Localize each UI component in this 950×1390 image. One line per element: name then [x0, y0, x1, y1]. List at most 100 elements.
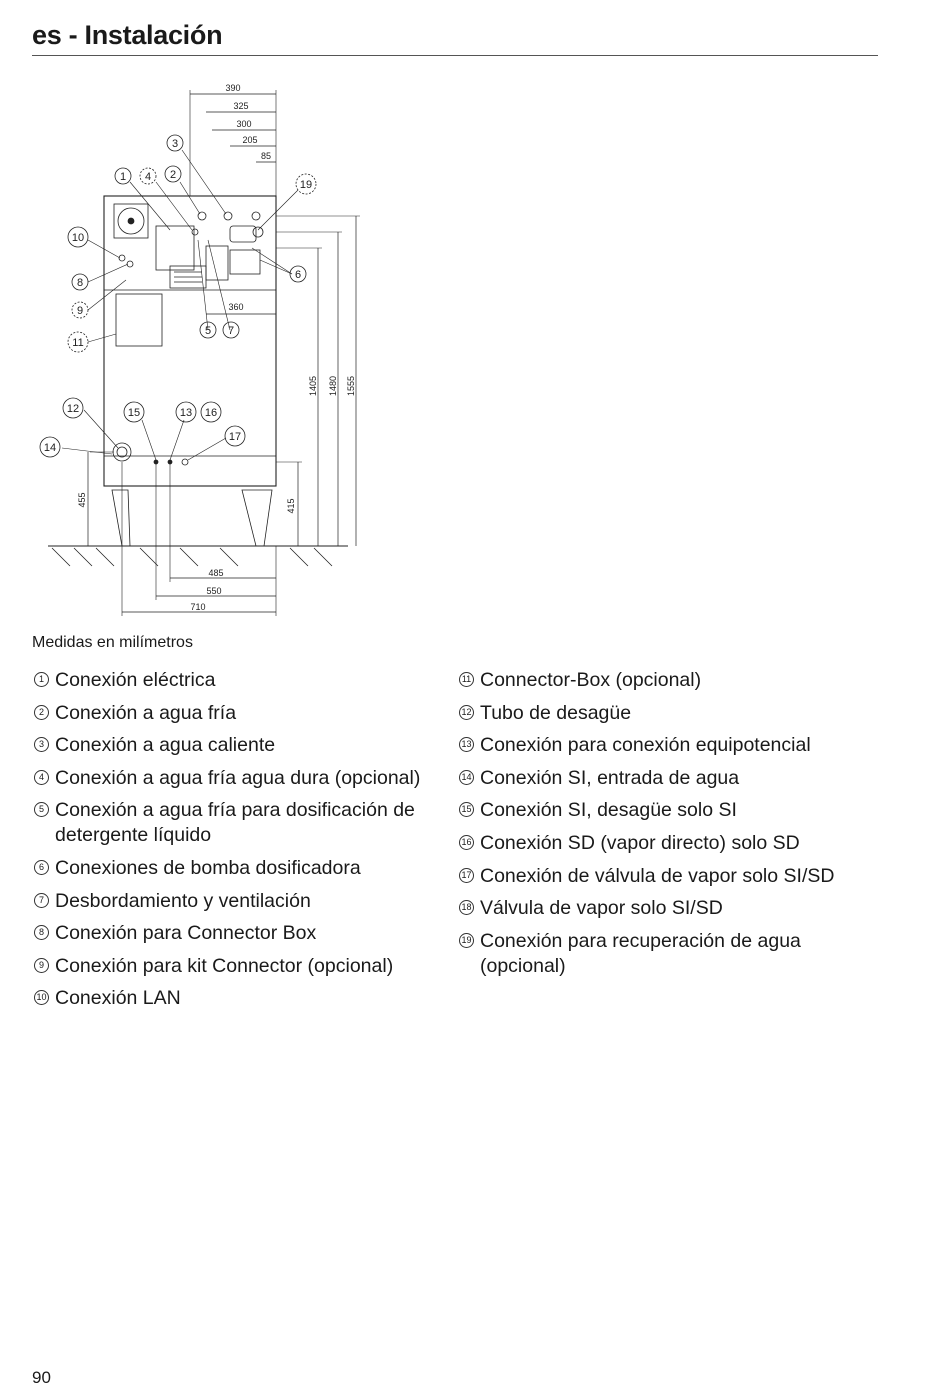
- svg-text:9: 9: [77, 305, 83, 317]
- legend-text: Conexión para recuperación de agua (opci…: [480, 929, 801, 977]
- callout-9: [71, 301, 89, 319]
- legend-text: Conexiones de bomba dosificadora: [55, 856, 361, 879]
- legend-number: 19: [459, 932, 474, 948]
- dim-325: 325: [233, 101, 248, 111]
- legend-number: 1: [34, 672, 49, 687]
- callout-1: [114, 167, 132, 185]
- svg-text:17: 17: [229, 431, 241, 443]
- callout-2: [164, 165, 182, 183]
- drain-pipe-inner: [116, 446, 128, 458]
- legend-number: 10: [34, 990, 49, 1006]
- legend-number: 7: [34, 892, 49, 908]
- legend-number: 8: [34, 925, 49, 941]
- callout-11: [67, 331, 89, 353]
- dim-360: 360: [228, 302, 243, 312]
- dim-1480: 1480: [328, 376, 338, 396]
- connection-steam-valve: [181, 458, 189, 466]
- svg-text:1: 1: [120, 171, 126, 183]
- list-item: 8 Conexión para Connector Box: [34, 921, 454, 946]
- legend-text: Conexión a agua fría: [55, 701, 237, 724]
- legend-text: Connector-Box (opcional): [480, 669, 702, 691]
- fan-housing: [113, 203, 149, 239]
- svg-text:8: 8: [77, 277, 83, 289]
- legend-number: 6: [34, 859, 49, 875]
- legend-number: 17: [459, 867, 474, 883]
- svg-text:6: 6: [295, 269, 301, 281]
- connection-connector-box: [126, 260, 134, 268]
- legend-text: Válvula de vapor solo SI/SD: [480, 897, 723, 920]
- machine-body: [103, 195, 277, 487]
- callout-16: [200, 401, 222, 423]
- connector-box: [115, 293, 163, 347]
- installation-diagram: 390 325 300 205 85 360 1405 1480 1555 45…: [30, 80, 370, 620]
- svg-text:16: 16: [205, 407, 217, 419]
- dim-1555: 1555: [346, 376, 356, 396]
- legend-number: 4: [34, 769, 49, 785]
- svg-text:15: 15: [128, 407, 140, 419]
- leg-left: [111, 489, 131, 547]
- list-item: 16 Conexión SD (vapor directo) solo SD: [459, 831, 879, 856]
- legend-text: Conexión a agua caliente: [55, 734, 276, 757]
- callout-6: [289, 265, 307, 283]
- callout-13: [39, 436, 61, 458]
- svg-text:5: 5: [205, 325, 211, 337]
- dim-710: 710: [190, 602, 205, 612]
- list-item: 18 Válvula de vapor solo SI/SD: [459, 896, 879, 921]
- diagram-svg: 390 325 300 205 85 360 1405 1480 1555 45…: [39, 83, 360, 616]
- legend-right: 11 Connector-Box (opcional) 12 Tubo de des…: [459, 668, 879, 986]
- legend-number: 14: [459, 769, 474, 785]
- leg-right: [241, 489, 273, 547]
- list-item: 5 Conexión a agua fría para dosificación …: [34, 798, 454, 848]
- list-item: 12 Tubo de desagüe: [459, 701, 879, 726]
- dim-390: 390: [225, 83, 240, 93]
- svg-text:2: 2: [170, 169, 176, 181]
- ground-hatch: [51, 547, 333, 567]
- legend-number: 18: [459, 900, 474, 916]
- legend-number: 12: [459, 704, 474, 720]
- legend-text: Conexión SI, desagüe solo SI: [480, 799, 737, 822]
- legend-number: 16: [459, 834, 474, 850]
- page-header: es - Instalación: [32, 20, 878, 56]
- legend-number: 5: [34, 802, 49, 818]
- svg-text:7: 7: [228, 325, 234, 337]
- callout-4: [139, 167, 157, 185]
- overflow-box: [229, 225, 257, 243]
- dim-485: 485: [208, 568, 223, 578]
- callout-19: [295, 173, 317, 195]
- list-item: 11 Connector-Box (opcional): [459, 668, 879, 693]
- dim-300: 300: [236, 119, 251, 129]
- legend-text: Conexión para kit Connector (opcional): [55, 954, 394, 977]
- legend-text: Conexión SD (vapor directo) solo SD: [480, 831, 800, 854]
- list-item: 19 Conexión para recuperación de agua (op…: [459, 929, 879, 979]
- diagram-caption: Medidas en milímetros: [32, 634, 193, 651]
- list-item: 6 Conexiones de bomba dosificadora: [34, 856, 454, 881]
- legend-text: Conexión para Connector Box: [55, 922, 317, 945]
- legend-number: 2: [34, 704, 49, 720]
- callout-14: [175, 401, 197, 423]
- callout-3: [166, 134, 184, 152]
- dim-415: 415: [286, 498, 296, 513]
- connection-lan: [118, 254, 126, 262]
- legend-number: 11: [459, 672, 474, 687]
- svg-text:10: 10: [72, 232, 84, 244]
- svg-text:3: 3: [172, 138, 178, 150]
- svg-text:12: 12: [67, 403, 79, 415]
- legend-text: Conexión a agua fría para dosificación d…: [55, 799, 415, 847]
- dim-1405: 1405: [308, 376, 318, 396]
- dim-455: 455: [77, 492, 87, 507]
- svg-text:14: 14: [44, 442, 56, 454]
- callout-15: [123, 401, 145, 423]
- dim-85: 85: [261, 151, 271, 161]
- dosing-panel: [205, 245, 229, 281]
- svg-text:11: 11: [72, 337, 83, 349]
- callout-12: [62, 397, 84, 419]
- legend-text: Tubo de desagüe: [480, 701, 632, 724]
